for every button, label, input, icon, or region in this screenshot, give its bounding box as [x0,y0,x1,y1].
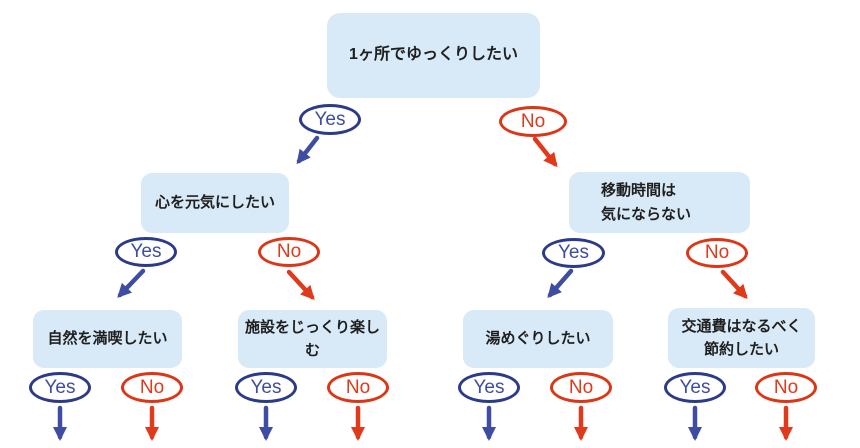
arrow-root-yes [296,135,320,165]
nature-no-badge: No [121,372,183,403]
yumeguri-no-badge: No [550,372,612,403]
question-text-nature: 自然を満喫したい [47,330,168,348]
question-box-yumeguri: 湯めぐりしたい [463,310,613,368]
heart-no-badge: No [258,237,320,267]
question-text-cost: 交通費はなるべく 節約したい [681,317,802,358]
cost-no-badge: No [755,372,817,403]
root-question-text: 1ヶ所でゆっくりしたい [349,46,518,64]
facility-yes-badge: Yes [235,372,297,403]
question-box-cost: 交通費はなるべく 節約したい [668,308,815,368]
question-box-heart: 心を元気にしたい [141,173,289,233]
nature-yes-badge: Yes [29,372,91,403]
arrow-l2right-no [720,269,748,299]
arrow-l2left-yes [117,268,146,298]
question-box-facility: 施設をじっくり楽しむ [238,310,387,368]
arrow-l2left-no [286,269,315,300]
arrow-root-no [532,136,558,168]
arrow-l2right-yes [547,268,574,299]
question-box-nature: 自然を満喫したい [33,310,182,368]
cost-yes-badge: Yes [664,372,726,403]
yumeguri-yes-badge: Yes [458,372,520,403]
question-box-travel-time: 移動時間は 気にならない [569,172,750,233]
question-text-heart: 心を元気にしたい [154,194,275,212]
root-no-badge: No [499,106,567,137]
root-yes-badge: Yes [299,104,361,135]
question-text-travel-time: 移動時間は 気にならない [601,182,692,223]
question-text-facility: 施設をじっくり楽しむ [244,318,380,359]
travel-no-badge: No [686,238,748,268]
question-text-yumeguri: 湯めぐりしたい [485,330,591,348]
travel-yes-badge: Yes [542,238,605,268]
heart-yes-badge: Yes [115,237,177,267]
root-question-box: 1ヶ所でゆっくりしたい [327,13,540,98]
facility-no-badge: No [327,372,389,403]
